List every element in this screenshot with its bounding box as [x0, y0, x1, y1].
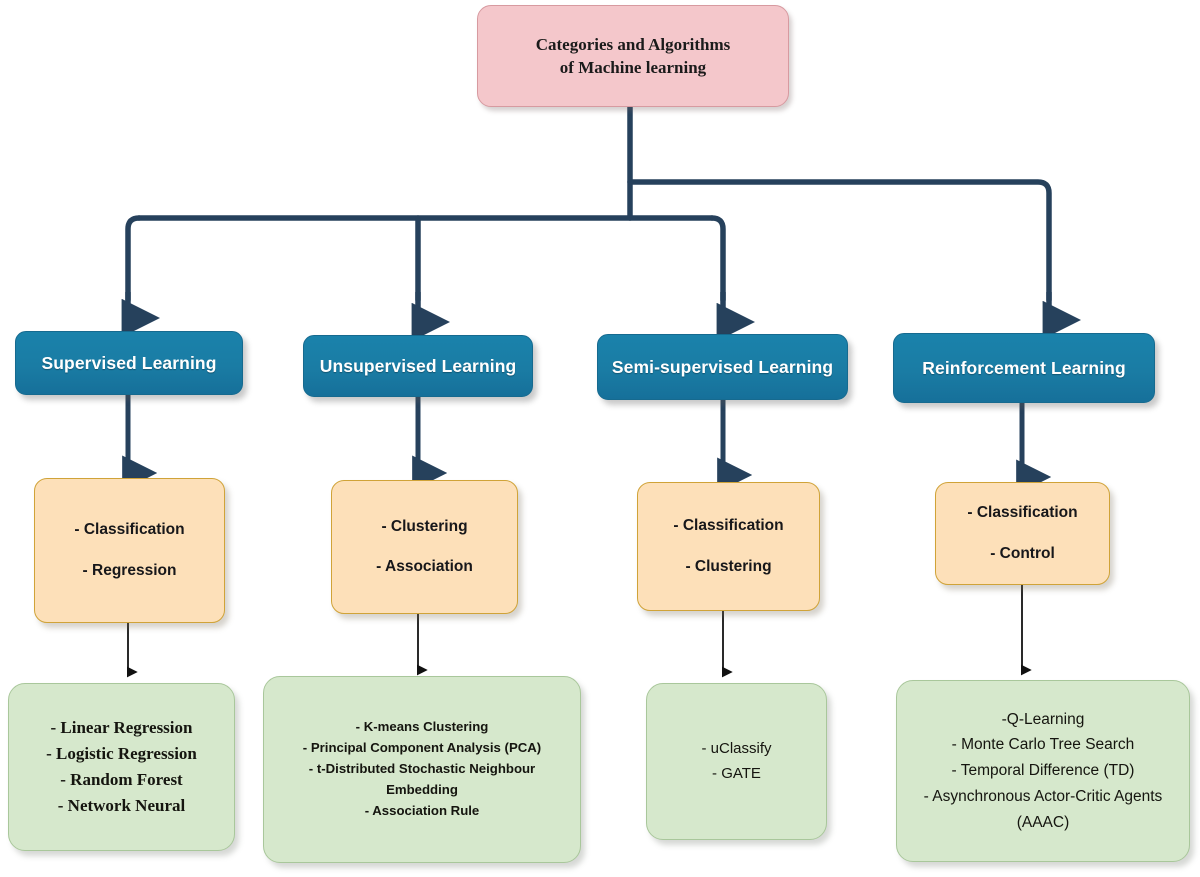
root-node[interactable]: Categories and Algorithms of Machine lea… [477, 5, 789, 107]
category-node-reinforcement[interactable]: Reinforcement Learning [893, 333, 1155, 403]
algorithm-list: - Linear Regression - Logistic Regressio… [38, 715, 205, 818]
task-list: - Classification - Clustering [673, 506, 783, 587]
algorithm-item: - Monte Carlo Tree Search [951, 736, 1135, 754]
algorithm-node-reinforcement[interactable]: -Q-Learning - Monte Carlo Tree Search - … [896, 680, 1190, 862]
task-list: - Clustering - Association [376, 507, 473, 588]
task-item: - Clustering [381, 517, 468, 535]
algorithm-item: - K-means Clustering [355, 719, 489, 735]
category-label: Supervised Learning [41, 352, 217, 373]
algorithm-item: - Association Rule [364, 802, 480, 818]
task-item: - Classification [74, 521, 185, 539]
algorithm-item: -Q-Learning [1001, 710, 1085, 728]
task-item: - Control [990, 544, 1055, 562]
root-label: Categories and Algorithms of Machine lea… [536, 33, 731, 80]
task-item: - Association [376, 558, 473, 575]
category-label: Reinforcement Learning [922, 357, 1126, 378]
edge-root-trunk [125, 104, 1052, 303]
root-label-line1: Categories and Algorithms [535, 34, 731, 54]
algorithm-item: - Temporal Difference (TD) [951, 762, 1135, 780]
task-item: - Clustering [685, 557, 772, 575]
algorithm-item: (AAAC) [1016, 813, 1070, 831]
algorithm-list: - K-means Clustering - Principal Compone… [295, 717, 549, 821]
task-item: - Classification [967, 504, 1078, 522]
algorithm-item: - t-Distributed Stochastic Neighbour [308, 761, 536, 777]
algorithm-item: - Asynchronous Actor-Critic Agents [923, 787, 1163, 805]
algorithm-node-supervised[interactable]: - Linear Regression - Logistic Regressio… [8, 683, 235, 851]
algorithm-node-unsupervised[interactable]: - K-means Clustering - Principal Compone… [263, 676, 581, 863]
algorithm-item: - Random Forest [60, 770, 183, 789]
algorithm-item: - Network Neural [57, 795, 186, 815]
task-node-reinforcement[interactable]: - Classification - Control [935, 482, 1110, 585]
task-item: - Regression [82, 561, 177, 579]
category-node-unsupervised[interactable]: Unsupervised Learning [303, 335, 533, 397]
category-node-supervised[interactable]: Supervised Learning [15, 331, 243, 395]
algorithm-item: - uClassify [701, 740, 772, 758]
algorithm-node-semi-supervised[interactable]: - uClassify - GATE [646, 683, 827, 840]
task-node-supervised[interactable]: - Classification - Regression [34, 478, 225, 623]
root-label-line2: of Machine learning [559, 58, 707, 77]
algorithm-item: - Principal Component Analysis (PCA) [302, 740, 542, 756]
edge-category-to-task [122, 395, 1052, 495]
algorithm-item: - Linear Regression [50, 718, 193, 738]
category-node-semi-supervised[interactable]: Semi-supervised Learning [597, 334, 848, 400]
algorithm-item: - GATE [712, 764, 761, 782]
task-item: - Classification [673, 517, 784, 535]
task-node-unsupervised[interactable]: - Clustering - Association [331, 480, 518, 614]
algorithm-list: -Q-Learning - Monte Carlo Tree Search - … [916, 707, 1171, 836]
task-list: - Classification - Regression [74, 510, 184, 591]
task-node-semi-supervised[interactable]: - Classification - Clustering [637, 482, 820, 611]
algorithm-item: Embedding [386, 781, 458, 797]
task-list: - Classification - Control [967, 493, 1077, 574]
category-label: Semi-supervised Learning [611, 356, 834, 377]
edge-arrowheads-category [121, 292, 1082, 342]
category-label: Unsupervised Learning [319, 355, 517, 376]
edge-task-to-algorithm [126, 585, 1032, 678]
algorithm-item: - Logistic Regression [46, 744, 197, 764]
algorithm-list: - uClassify - GATE [693, 737, 779, 786]
